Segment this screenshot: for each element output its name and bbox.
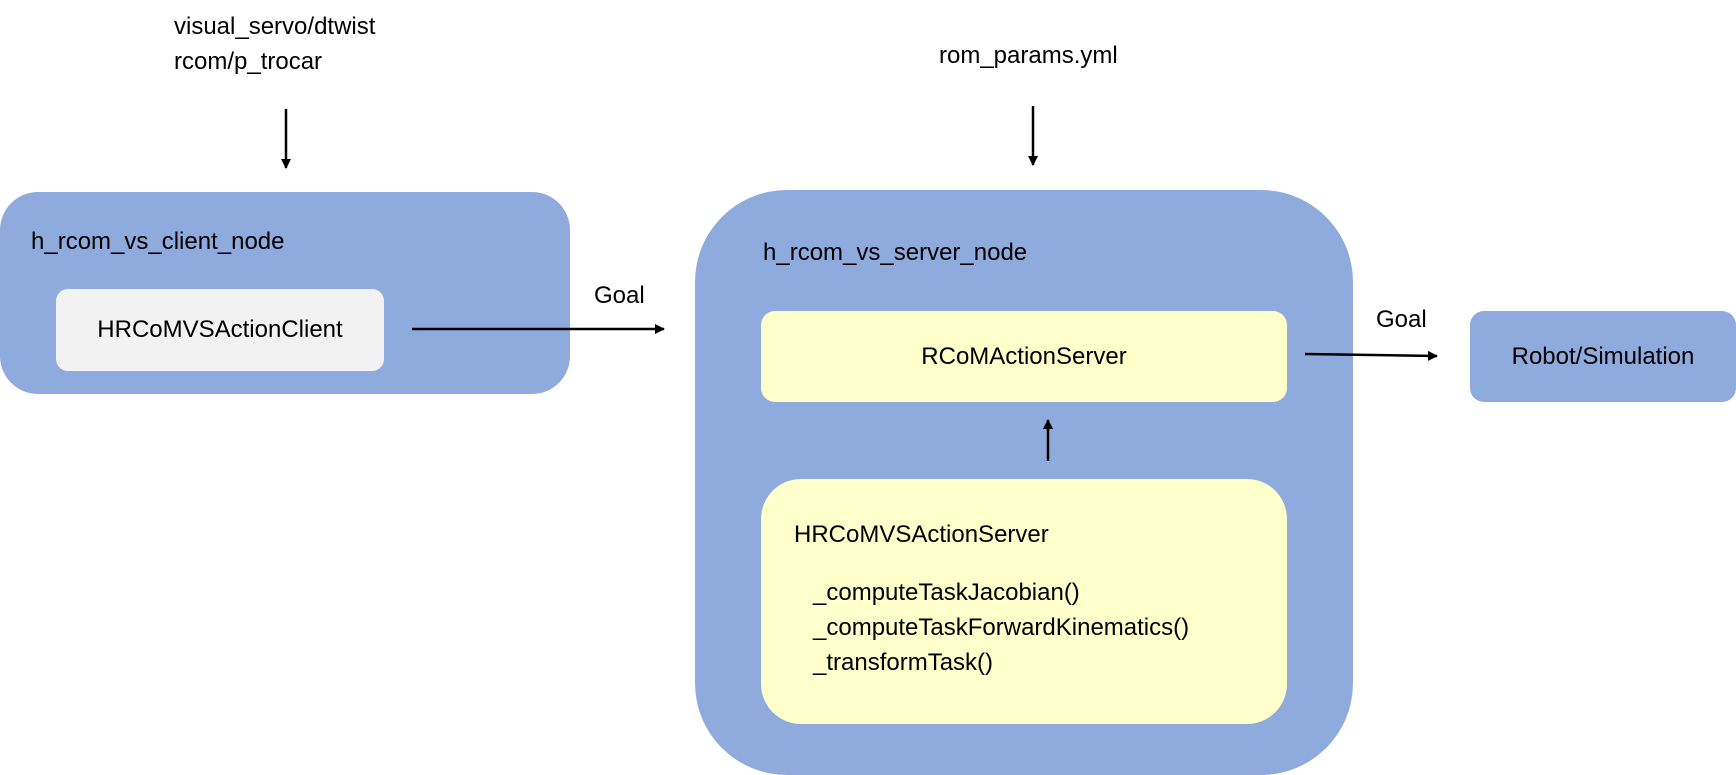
method-item: _transformTask()	[813, 649, 994, 676]
robot-simulation-label: Robot/Simulation	[1511, 342, 1695, 370]
server-node-title: h_rcom_vs_server_node	[763, 239, 1028, 266]
rcom-action-server: RCoMActionServer	[761, 311, 1287, 402]
client-node-title: h_rcom_vs_client_node	[31, 228, 285, 255]
hrcom-vs-action-server-title: HRCoMVSActionServer	[794, 521, 1049, 548]
client-to-server-edge-label: Goal	[594, 282, 645, 309]
method-item: _computeTaskForwardKinematics()	[813, 614, 1190, 641]
client-node: h_rcom_vs_client_node HRCoMVSActionClien…	[0, 192, 570, 394]
robot-simulation-node: Robot/Simulation	[1470, 311, 1736, 402]
server-to-robot-edge-label: Goal	[1376, 306, 1427, 333]
hrcom-vs-action-server: HRCoMVSActionServer _computeTaskJacobian…	[761, 479, 1287, 724]
client-component: HRCoMVSActionClient	[56, 289, 384, 371]
server-input-params: rom_params.yml	[939, 42, 1118, 69]
client-component-label: HRCoMVSActionClient	[97, 316, 343, 343]
method-item: _computeTaskJacobian()	[813, 579, 1080, 606]
server-to-robot-arrow	[1304, 350, 1438, 361]
method-list: _computeTaskJacobian() _computeTaskForwa…	[813, 575, 1189, 680]
server-node: h_rcom_vs_server_node RCoMActionServer H…	[695, 190, 1353, 775]
client-input-topics: visual_servo/dtwist rcom/p_trocar	[174, 13, 376, 75]
rcom-action-server-label: RCoMActionServer	[921, 342, 1127, 370]
